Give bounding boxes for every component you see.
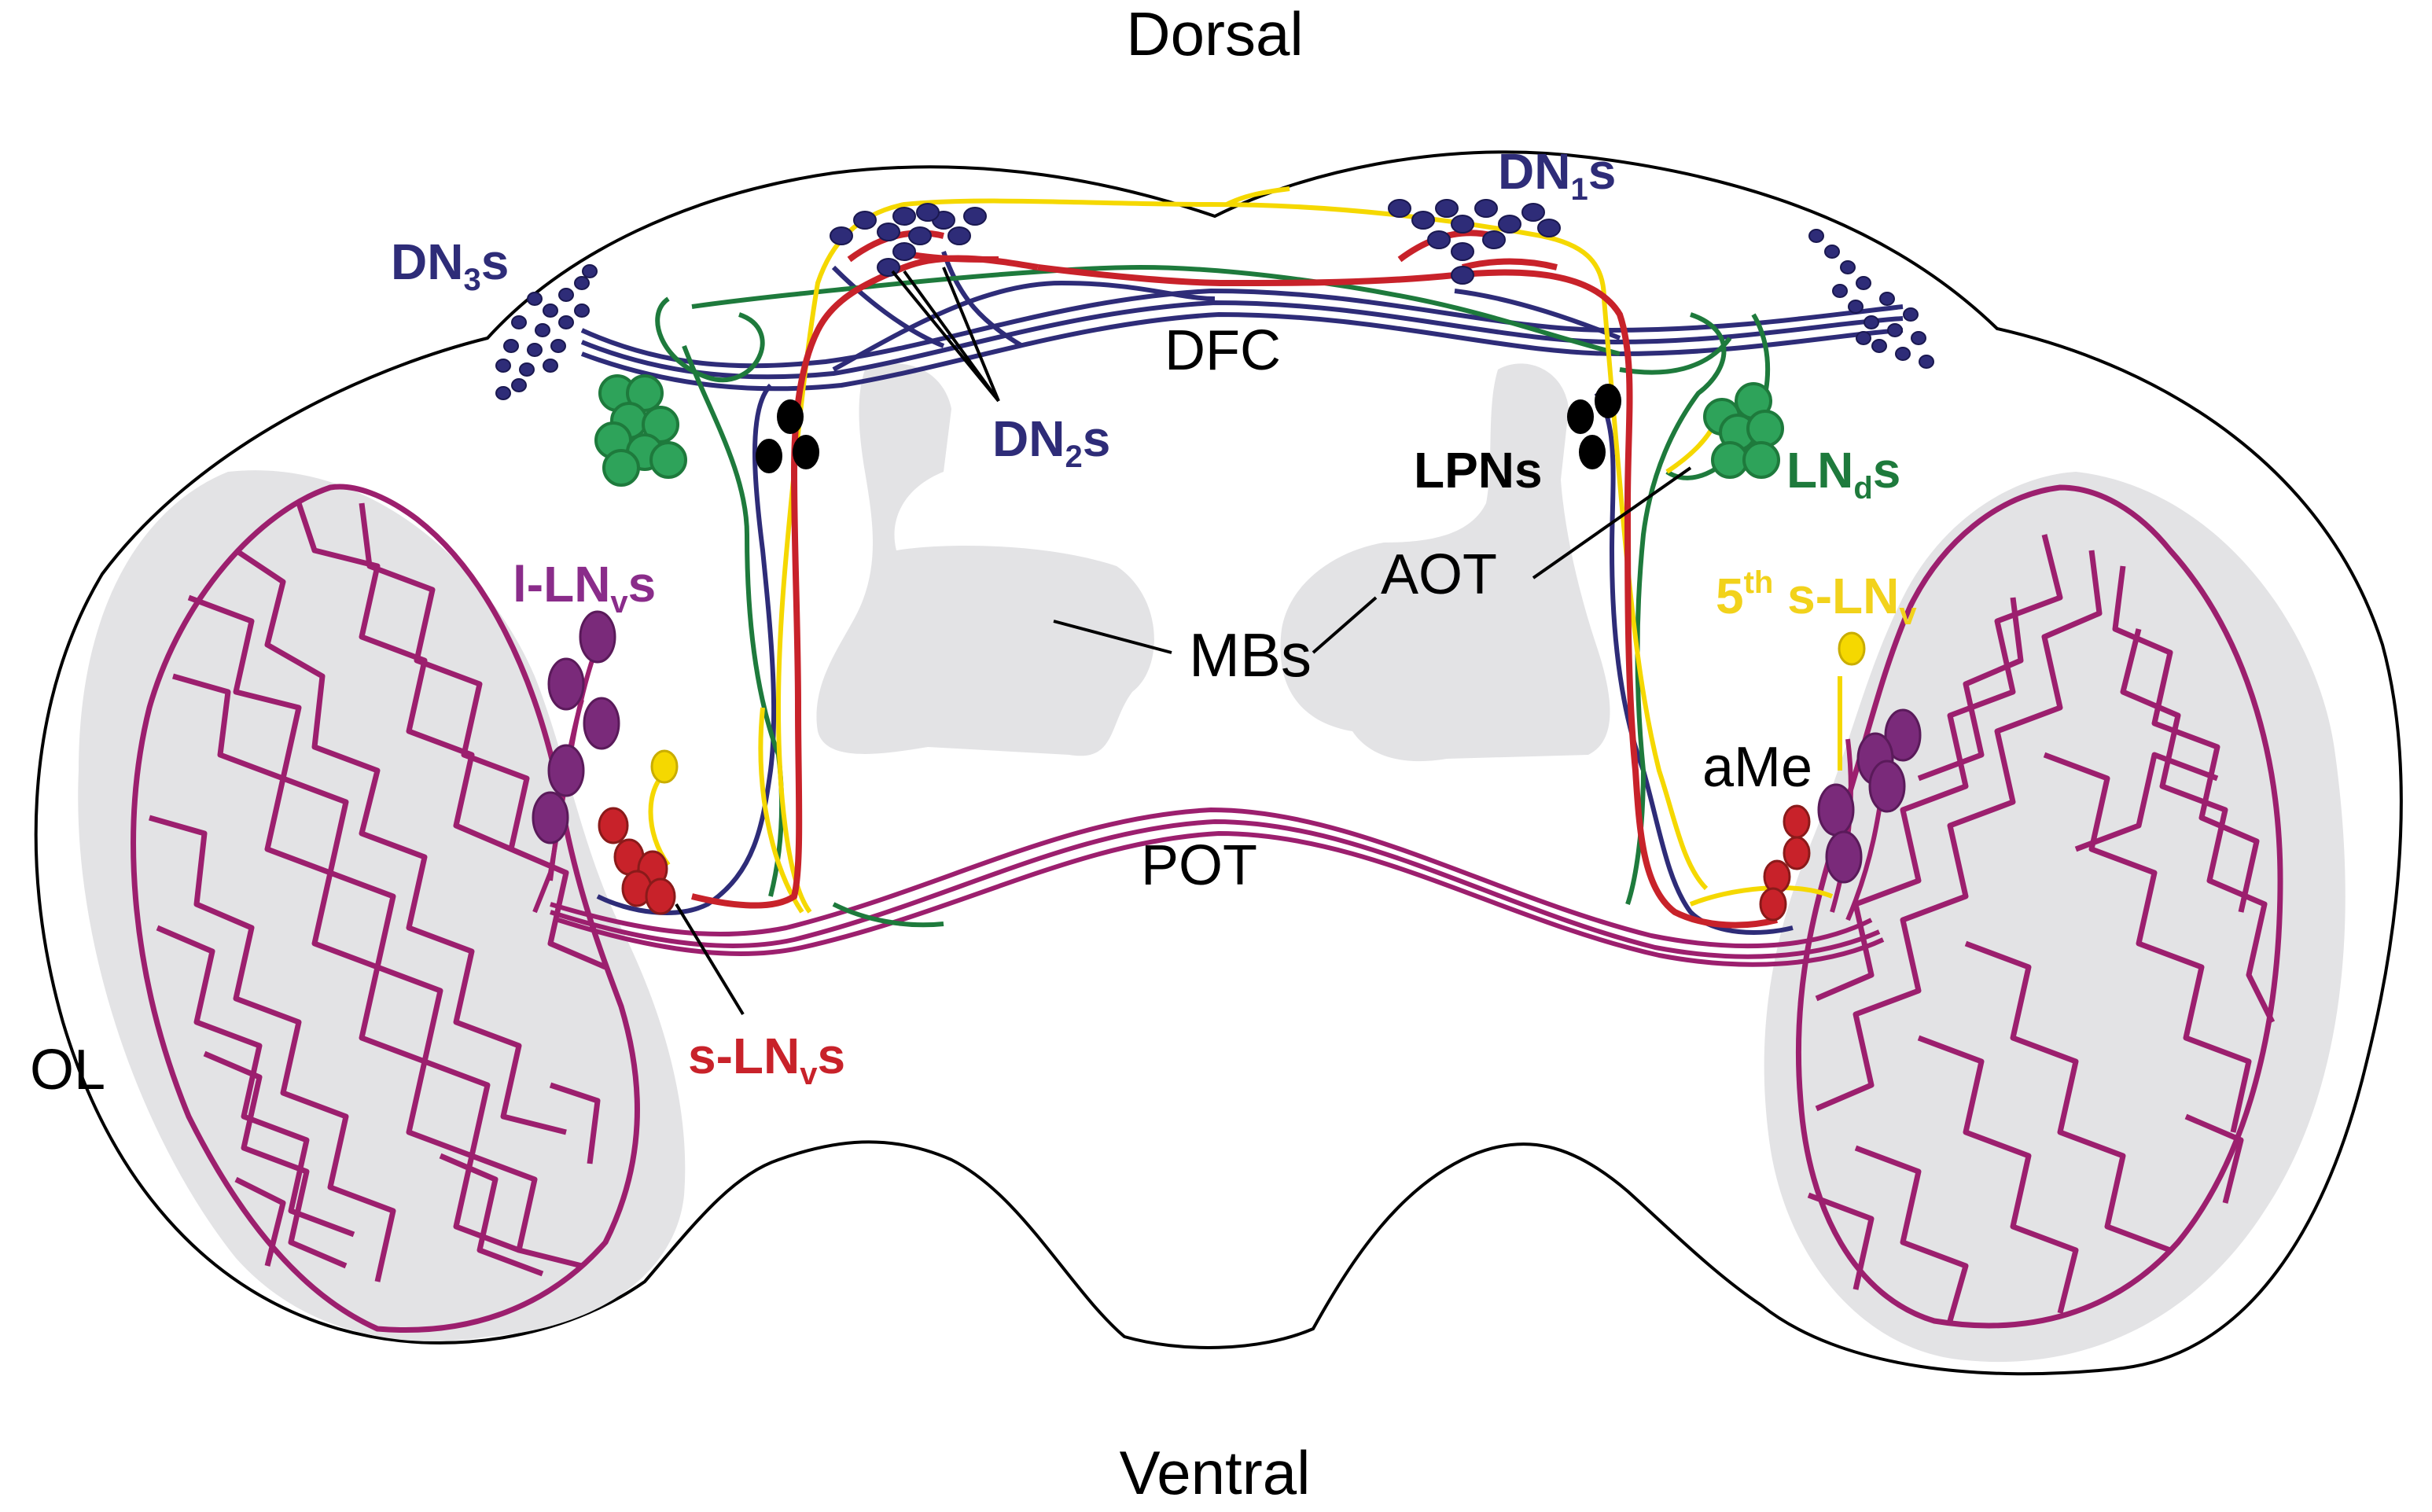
dn3-cluster-right: [1808, 229, 1934, 369]
ol-label: OL: [30, 1039, 105, 1102]
aot-label: AOT: [1381, 543, 1497, 606]
ventral-label: Ventral: [1120, 1438, 1311, 1507]
fifth-s-lnv-label: 5th s-LNv: [1716, 565, 1917, 631]
lnd-cluster-right: [1703, 382, 1784, 479]
l-lnv-label: l-LNvs: [513, 556, 656, 620]
ame-label: aMe: [1702, 736, 1812, 799]
fifth-s-lnv-projections: [648, 186, 1842, 914]
left-optic-lobe-arborization: [131, 484, 640, 1334]
fifth-s-lnv-cells: [650, 631, 1866, 784]
lpn-cells-left: [756, 399, 819, 473]
posterior-optic-tract: [550, 807, 1885, 967]
mbs-label: MBs: [1189, 620, 1312, 690]
dn1-label: DN1s: [1498, 143, 1616, 207]
dn1-cluster-right: [1388, 199, 1561, 285]
mushroom-bodies: [816, 363, 1610, 762]
pot-label: POT: [1141, 834, 1257, 897]
l-lnv-cells-right: [1817, 708, 1922, 884]
s-lnv-cells-left: [598, 807, 676, 915]
lnd-label: LNds: [1786, 442, 1900, 506]
lnd-cluster-left: [594, 374, 687, 487]
s-lnv-projections: [691, 230, 1778, 929]
s-lnv-cells-right: [1759, 804, 1811, 922]
lpn-cells-right: [1567, 384, 1621, 469]
l-lnv-cells-left: [532, 610, 620, 844]
leader-lines: [675, 267, 1692, 1016]
dn1-cluster-left: [830, 203, 987, 277]
right-optic-lobe-arborization: [1795, 484, 2283, 1329]
dn2-label: DN2s: [992, 410, 1110, 474]
dn3-cluster-left: [495, 264, 598, 400]
dfc-label: DFC: [1164, 319, 1281, 382]
dorsal-label: Dorsal: [1126, 0, 1303, 68]
brain-outline: [34, 150, 2403, 1376]
s-lnv-label: s-LNvs: [688, 1028, 845, 1091]
optic-lobe-neuropil: [78, 470, 2346, 1363]
lpn-label: LPNs: [1414, 442, 1543, 498]
dn3-label: DN3s: [391, 234, 509, 297]
